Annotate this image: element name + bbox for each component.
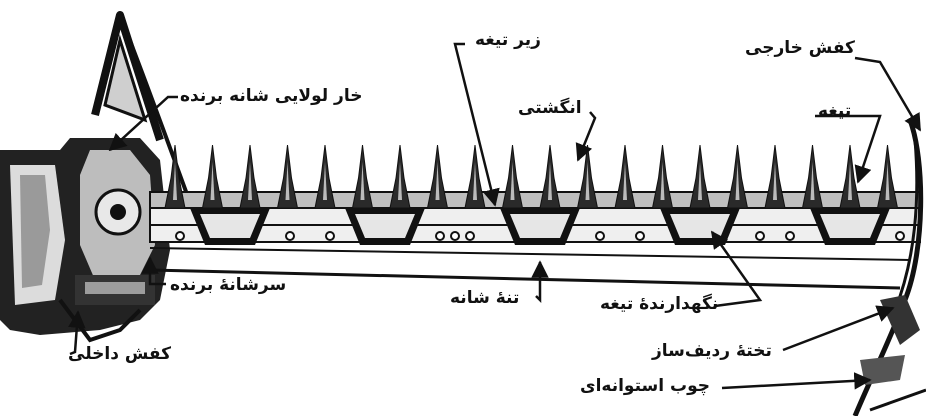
guard-finger-highlight [210,162,215,200]
guard-finger-highlight [285,162,290,200]
label-hinge-pin: خار لولایی شانه برنده [180,86,363,106]
guard-finger-highlight [548,162,552,200]
label-cutter-bar: تنهٔ شانه [450,288,520,308]
guard-finger-highlight [398,162,402,200]
guard-finger-highlight [810,162,815,200]
label-outer-shoe: کفش خارجی [745,38,855,58]
outer-shoe [852,119,926,416]
guard-finger-highlight [360,162,365,200]
guard-finger-highlight [698,162,702,200]
guard-finger-highlight [248,162,252,200]
guard-finger-highlight [735,162,740,200]
label-knife-clip: نگهدارندهٔ تیغه [600,294,719,314]
guard-fingers [164,144,899,209]
guard-finger-highlight [773,162,777,200]
guard-finger-highlight [435,162,440,200]
guard-finger-highlight [848,162,852,200]
guard-finger-highlight [473,162,477,200]
guard-finger-highlight [660,162,665,200]
label-pitman-stick: چوب استوانه‌ای [580,376,710,396]
label-knife-back: زیر تیغه [475,30,541,50]
label-divider-board: تختهٔ ردیف‌ساز [652,341,772,361]
inner-shoe-housing [0,138,170,343]
guard-finger-highlight [510,162,515,200]
guard-finger-highlight [885,162,890,200]
guard-finger-highlight [623,162,627,200]
guard-finger-highlight [323,162,327,200]
label-knife-head: سرشانهٔ برنده [170,275,287,295]
hinge-pin-frame [91,11,202,231]
label-blade: تیغه [818,101,852,121]
guard-finger-highlight [585,162,590,200]
rivets [175,231,905,241]
guard-finger-highlight [173,162,177,200]
label-inner-shoe: کفش داخلی [68,344,172,364]
leader-lines [68,42,922,390]
label-guard: انگشتی [518,98,582,118]
